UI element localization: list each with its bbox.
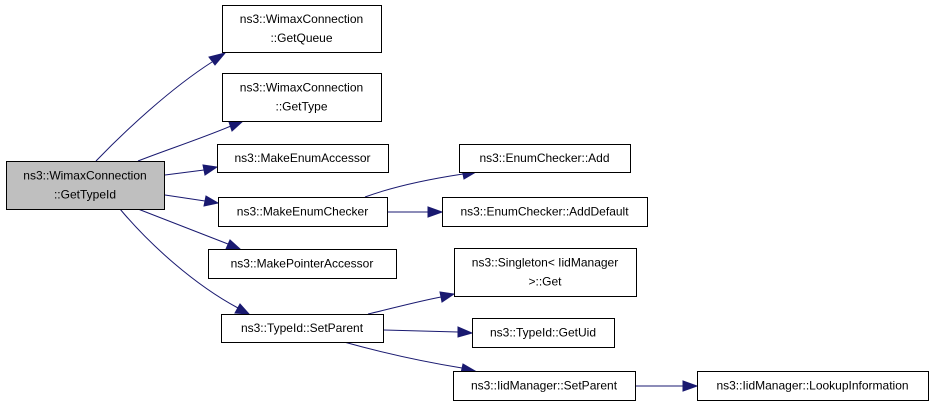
arrowhead-icon	[682, 380, 699, 392]
edge-typeid-set-parent-to-typeid-get-uid	[383, 326, 474, 338]
node-iid-manager-set-parent[interactable]: ns3::IidManager::SetParent	[453, 371, 636, 401]
node-enum-checker-add[interactable]: ns3::EnumChecker::Add	[459, 144, 631, 173]
edge-get-type-id-to-make-enum-checker	[164, 194, 220, 207]
node-label: ns3::TypeId::GetUid	[490, 326, 596, 340]
node-box	[222, 5, 382, 53]
edge-line	[343, 341, 463, 369]
edge-get-type-id-to-get-queue	[95, 52, 227, 162]
edge-typeid-set-parent-to-singleton-get	[367, 291, 456, 315]
edge-line	[164, 169, 205, 176]
node-typeid-get-uid[interactable]: ns3::TypeId::GetUid	[472, 318, 615, 348]
arrowhead-icon	[457, 326, 474, 338]
node-label: ns3::WimaxConnection	[240, 12, 363, 26]
edge-get-type-id-to-typeid-set-parent	[119, 208, 251, 315]
node-enum-checker-add-default[interactable]: ns3::EnumChecker::AddDefault	[442, 197, 648, 227]
node-label: ::GetTypeId	[54, 188, 116, 202]
node-label: ns3::MakePointerAccessor	[231, 257, 374, 271]
node-label: ns3::IidManager::LookupInformation	[716, 379, 908, 393]
node-box	[6, 161, 165, 210]
edge-get-type-id-to-make-pointer-accessor	[137, 208, 242, 250]
node-box	[697, 371, 929, 401]
node-make-enum-checker[interactable]: ns3::MakeEnumChecker	[218, 197, 388, 227]
node-box	[453, 371, 636, 401]
edge-make-enum-checker-to-enum-checker-add-default	[388, 206, 444, 218]
arrowhead-icon	[203, 195, 220, 207]
node-label: ns3::IidManager::SetParent	[471, 379, 618, 393]
edge-line	[164, 194, 206, 202]
node-box	[221, 314, 384, 343]
node-box	[454, 248, 637, 297]
arrowhead-icon	[228, 120, 245, 132]
arrowhead-icon	[208, 52, 227, 66]
arrowhead-icon	[439, 291, 456, 303]
arrowhead-icon	[202, 164, 219, 176]
arrowhead-icon	[225, 239, 242, 250]
node-box	[208, 249, 397, 279]
node-box	[218, 197, 388, 227]
node-label: ns3::MakeEnumAccessor	[234, 151, 370, 165]
node-label: ns3::EnumChecker::Add	[479, 151, 609, 165]
node-get-type-id[interactable]: ns3::WimaxConnection::GetTypeId	[6, 161, 165, 210]
node-box	[442, 197, 648, 227]
edge-line	[364, 173, 464, 198]
edge-typeid-set-parent-to-iid-manager-set-parent	[343, 341, 477, 374]
edge-line	[119, 208, 239, 309]
edge-iid-manager-set-parent-to-lookup	[636, 380, 699, 392]
node-label: ns3::MakeEnumChecker	[237, 205, 368, 219]
edge-get-type-id-to-make-enum-accessor	[164, 164, 219, 176]
node-label: ::GetQueue	[270, 31, 332, 45]
arrowhead-icon	[427, 206, 444, 218]
node-label: ns3::TypeId::SetParent	[241, 321, 364, 335]
edge-make-enum-checker-to-enum-checker-add	[364, 168, 478, 198]
node-label: ns3::WimaxConnection	[23, 169, 146, 183]
node-get-queue[interactable]: ns3::WimaxConnection::GetQueue	[222, 5, 382, 53]
node-typeid-set-parent[interactable]: ns3::TypeId::SetParent	[221, 314, 384, 343]
node-make-pointer-accessor[interactable]: ns3::MakePointerAccessor	[208, 249, 397, 279]
node-get-type[interactable]: ns3::WimaxConnection::GetType	[222, 73, 382, 122]
edge-line	[95, 61, 213, 162]
node-box	[459, 144, 631, 173]
node-singleton-get[interactable]: ns3::Singleton< IidManager>::Get	[454, 248, 637, 297]
node-label: ns3::Singleton< IidManager	[472, 256, 618, 270]
node-box	[472, 318, 615, 348]
node-label: >::Get	[528, 275, 562, 289]
edge-line	[137, 208, 229, 245]
edge-line	[383, 329, 459, 333]
node-label: ns3::EnumChecker::AddDefault	[460, 205, 629, 219]
arrowhead-icon	[234, 303, 251, 315]
edge-line	[367, 296, 442, 315]
edge-line	[137, 125, 232, 162]
node-box	[217, 144, 389, 173]
node-label: ::GetType	[275, 100, 327, 114]
node-iid-manager-lookup[interactable]: ns3::IidManager::LookupInformation	[697, 371, 929, 401]
node-box	[222, 73, 382, 122]
node-make-enum-accessor[interactable]: ns3::MakeEnumAccessor	[217, 144, 389, 173]
node-label: ns3::WimaxConnection	[240, 81, 363, 95]
